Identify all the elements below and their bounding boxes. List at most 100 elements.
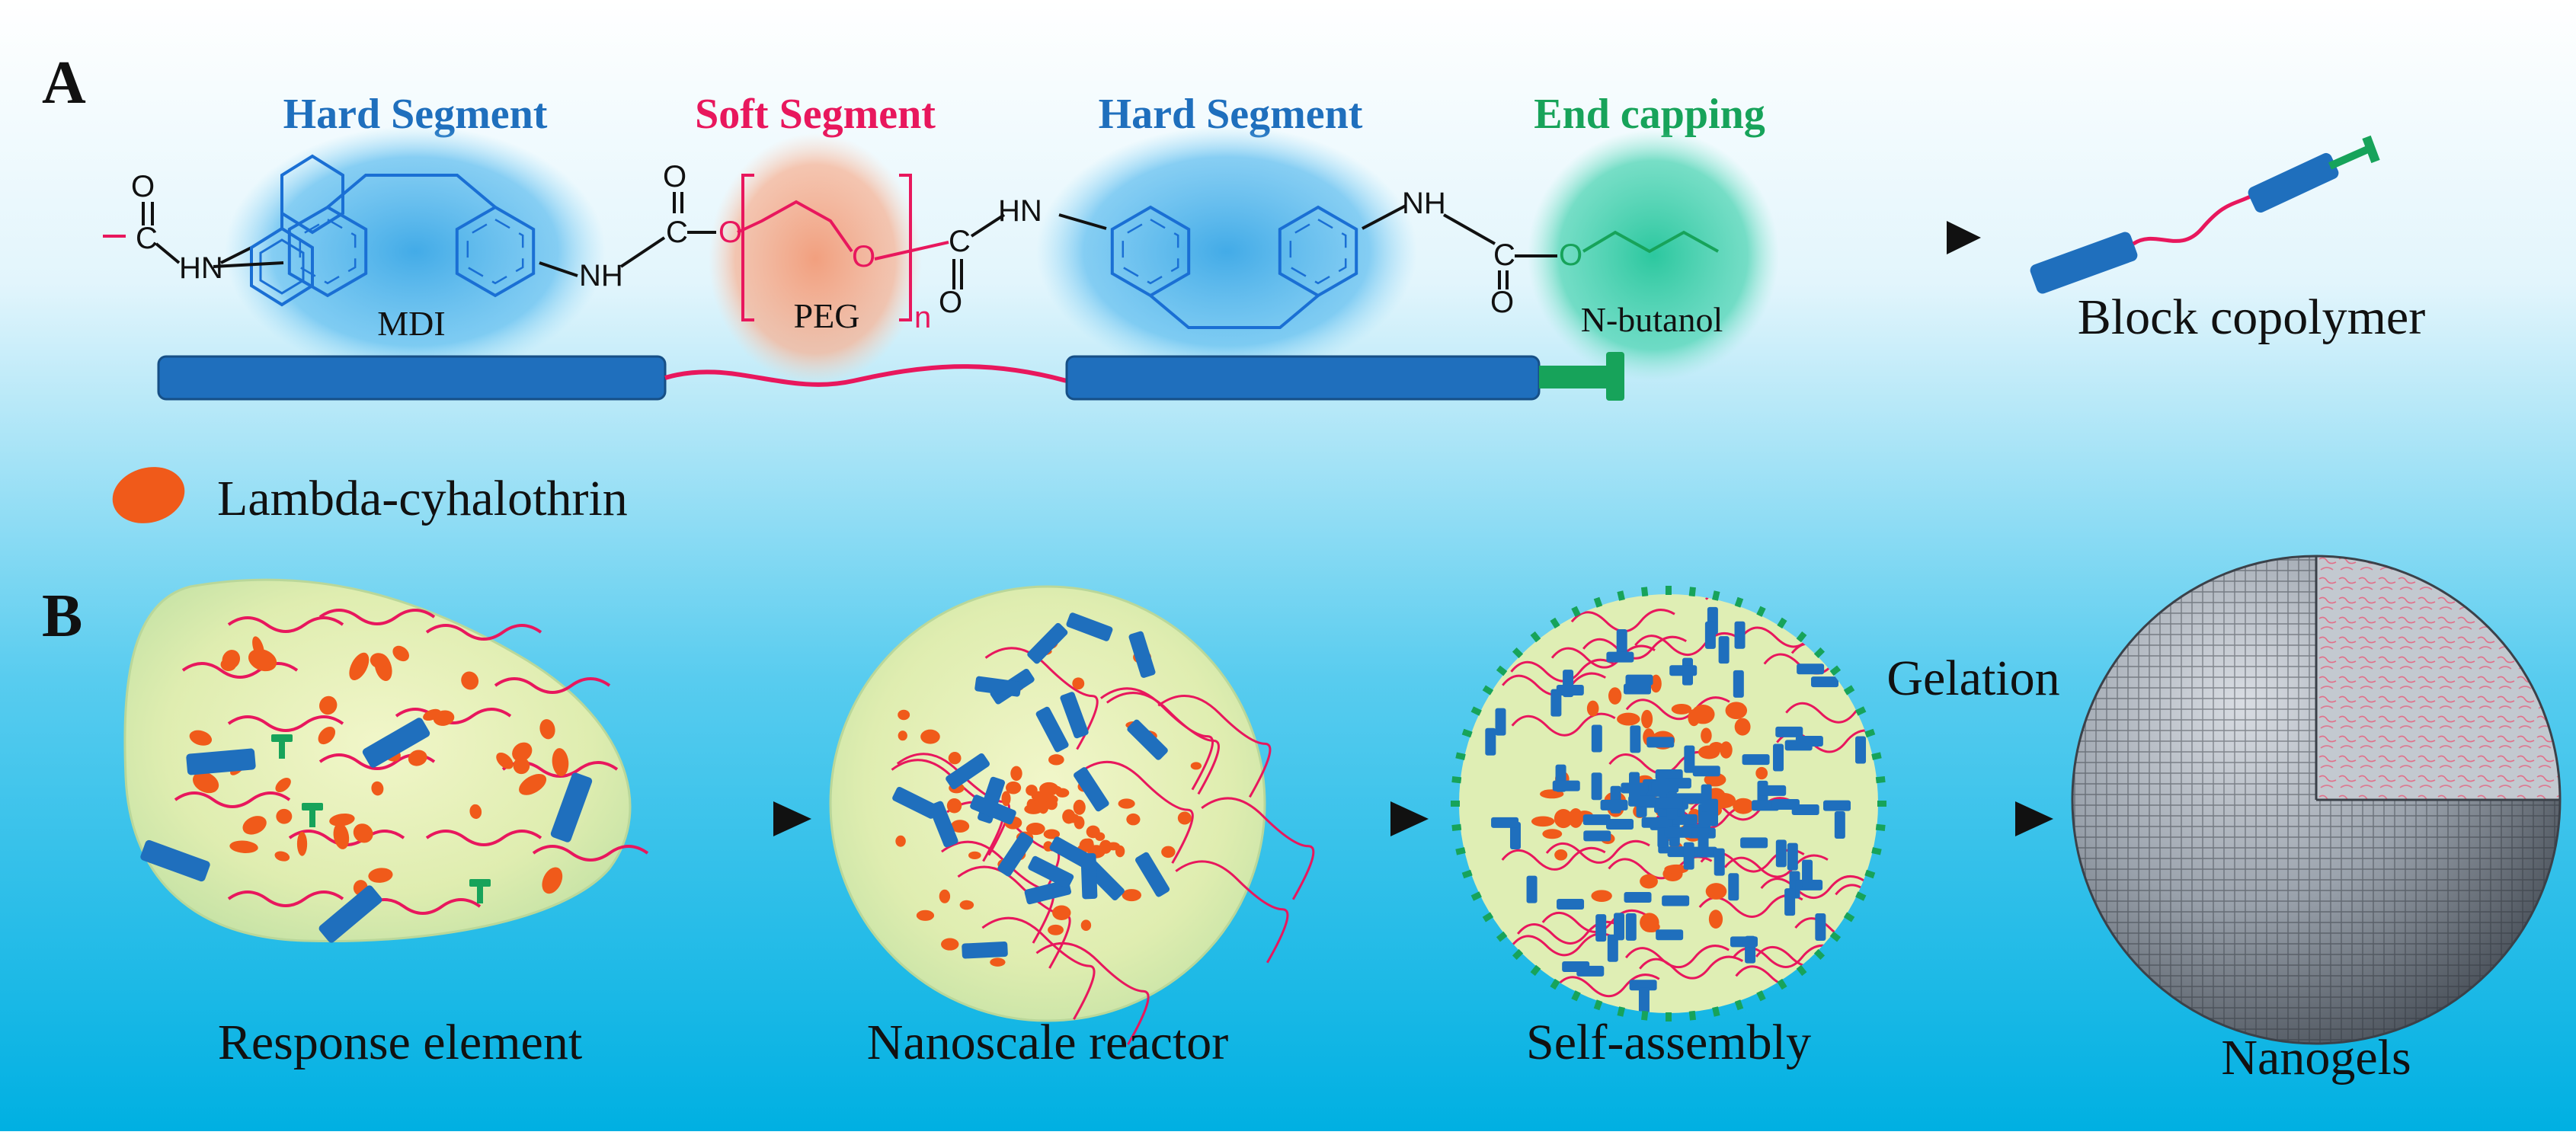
polymer-chain — [957, 865, 1071, 969]
butanol-label: N-butanol — [1581, 300, 1723, 339]
drug-particle — [318, 726, 336, 745]
polymer-chain — [1550, 644, 1656, 669]
end-cap — [1550, 978, 1560, 990]
end-cap — [1617, 1006, 1625, 1017]
drug-particle — [898, 709, 910, 721]
hard-block — [1591, 724, 1602, 753]
polymer-chain — [1555, 974, 1660, 998]
hard-block — [1655, 798, 1683, 809]
end-cap — [1864, 728, 1876, 738]
carbonyl — [952, 259, 963, 289]
drug-particle — [408, 750, 427, 766]
drug-particle — [1079, 838, 1094, 852]
soft-chain-line — [664, 364, 1067, 387]
end-cap — [1734, 999, 1744, 1011]
hard-block — [1823, 800, 1851, 811]
drug-particle — [496, 752, 514, 769]
drug-particle — [1617, 712, 1640, 726]
hard-block — [318, 885, 382, 943]
end-cap-head — [469, 879, 491, 887]
hard-block — [186, 748, 256, 775]
bond — [619, 236, 666, 268]
polymer-chain — [364, 898, 482, 915]
end-cap — [1450, 801, 1461, 807]
hard-block — [1630, 725, 1641, 753]
hard-block — [1775, 839, 1787, 868]
hard-block — [1625, 913, 1637, 941]
drug-particle — [1126, 813, 1141, 826]
nanogel-sphere — [2071, 555, 2562, 1045]
drug-particle — [1190, 762, 1202, 770]
drug-particle — [296, 831, 308, 856]
polymer-chain — [1511, 712, 1616, 737]
soft-segment-title: Soft Segment — [695, 91, 936, 138]
drug-particle — [368, 868, 393, 883]
drug-particle — [229, 840, 258, 853]
polymer-chain — [1080, 760, 1194, 864]
benzene-ring — [455, 205, 536, 298]
hard-block — [929, 801, 958, 848]
hard-block — [1773, 743, 1784, 772]
stage-caption-response-element: Response element — [218, 1015, 582, 1070]
hard-block — [1784, 888, 1796, 916]
drug-particle — [242, 816, 267, 835]
end-cap — [1593, 999, 1603, 1011]
hard-block — [1509, 822, 1521, 850]
benzene-ring-inner — [299, 218, 357, 285]
arrow-b3 — [1897, 801, 2053, 836]
end-cap — [1756, 606, 1766, 617]
atom-o7: O — [1490, 286, 1514, 319]
drug-particle — [371, 781, 384, 796]
response-element-contents — [140, 609, 649, 943]
end-cap — [1461, 869, 1473, 879]
drug-particle — [1698, 745, 1720, 759]
hard-block — [1834, 811, 1845, 839]
drug-particle — [1095, 832, 1106, 841]
end-cap — [1756, 990, 1766, 1002]
drug-particle — [220, 658, 237, 672]
drug-particle — [1051, 785, 1062, 794]
hard-block — [1583, 830, 1611, 842]
drug-particle — [1554, 808, 1573, 829]
drug-particle — [1591, 890, 1612, 902]
hard-block — [946, 753, 990, 790]
benzene-ring — [287, 205, 368, 298]
hard-block — [1664, 826, 1692, 838]
end-cap — [1550, 617, 1560, 629]
drug-particle — [1531, 816, 1555, 827]
drug-particle — [333, 823, 350, 849]
end-cap — [1843, 912, 1855, 922]
drug-particle — [1080, 919, 1092, 931]
hard-block — [1730, 936, 1758, 948]
hard-block — [1651, 782, 1679, 793]
end-cap — [1688, 587, 1696, 597]
butanol-highlight — [1528, 129, 1779, 381]
drug-particle — [1010, 766, 1022, 782]
hard-block — [1683, 842, 1694, 870]
hard-block — [1049, 836, 1095, 871]
end-cap — [1777, 978, 1787, 990]
hard-block — [1552, 780, 1580, 791]
bond — [213, 261, 284, 268]
polymer-chain — [425, 624, 542, 641]
atom-c1: C — [136, 222, 158, 255]
drug-particle — [252, 636, 264, 660]
drug-particle — [189, 730, 213, 746]
end-cap — [1796, 631, 1807, 643]
hard-block — [1557, 898, 1585, 910]
arrow-a-head — [1947, 221, 1981, 254]
polymer-chain — [1541, 909, 1646, 933]
drug-particle — [1026, 785, 1038, 796]
drug-particle — [968, 851, 981, 859]
end-cap — [1871, 847, 1882, 855]
drug-particle — [939, 889, 951, 903]
subscript-n: n — [914, 301, 931, 334]
hard-block — [1606, 818, 1634, 830]
hard-block — [1698, 829, 1709, 857]
drug-particle — [1072, 677, 1085, 690]
hard-block — [550, 772, 593, 842]
drug-particle — [353, 823, 373, 843]
hard-block — [1815, 913, 1826, 942]
drug-particle — [539, 719, 555, 740]
hard-block — [1526, 875, 1538, 903]
